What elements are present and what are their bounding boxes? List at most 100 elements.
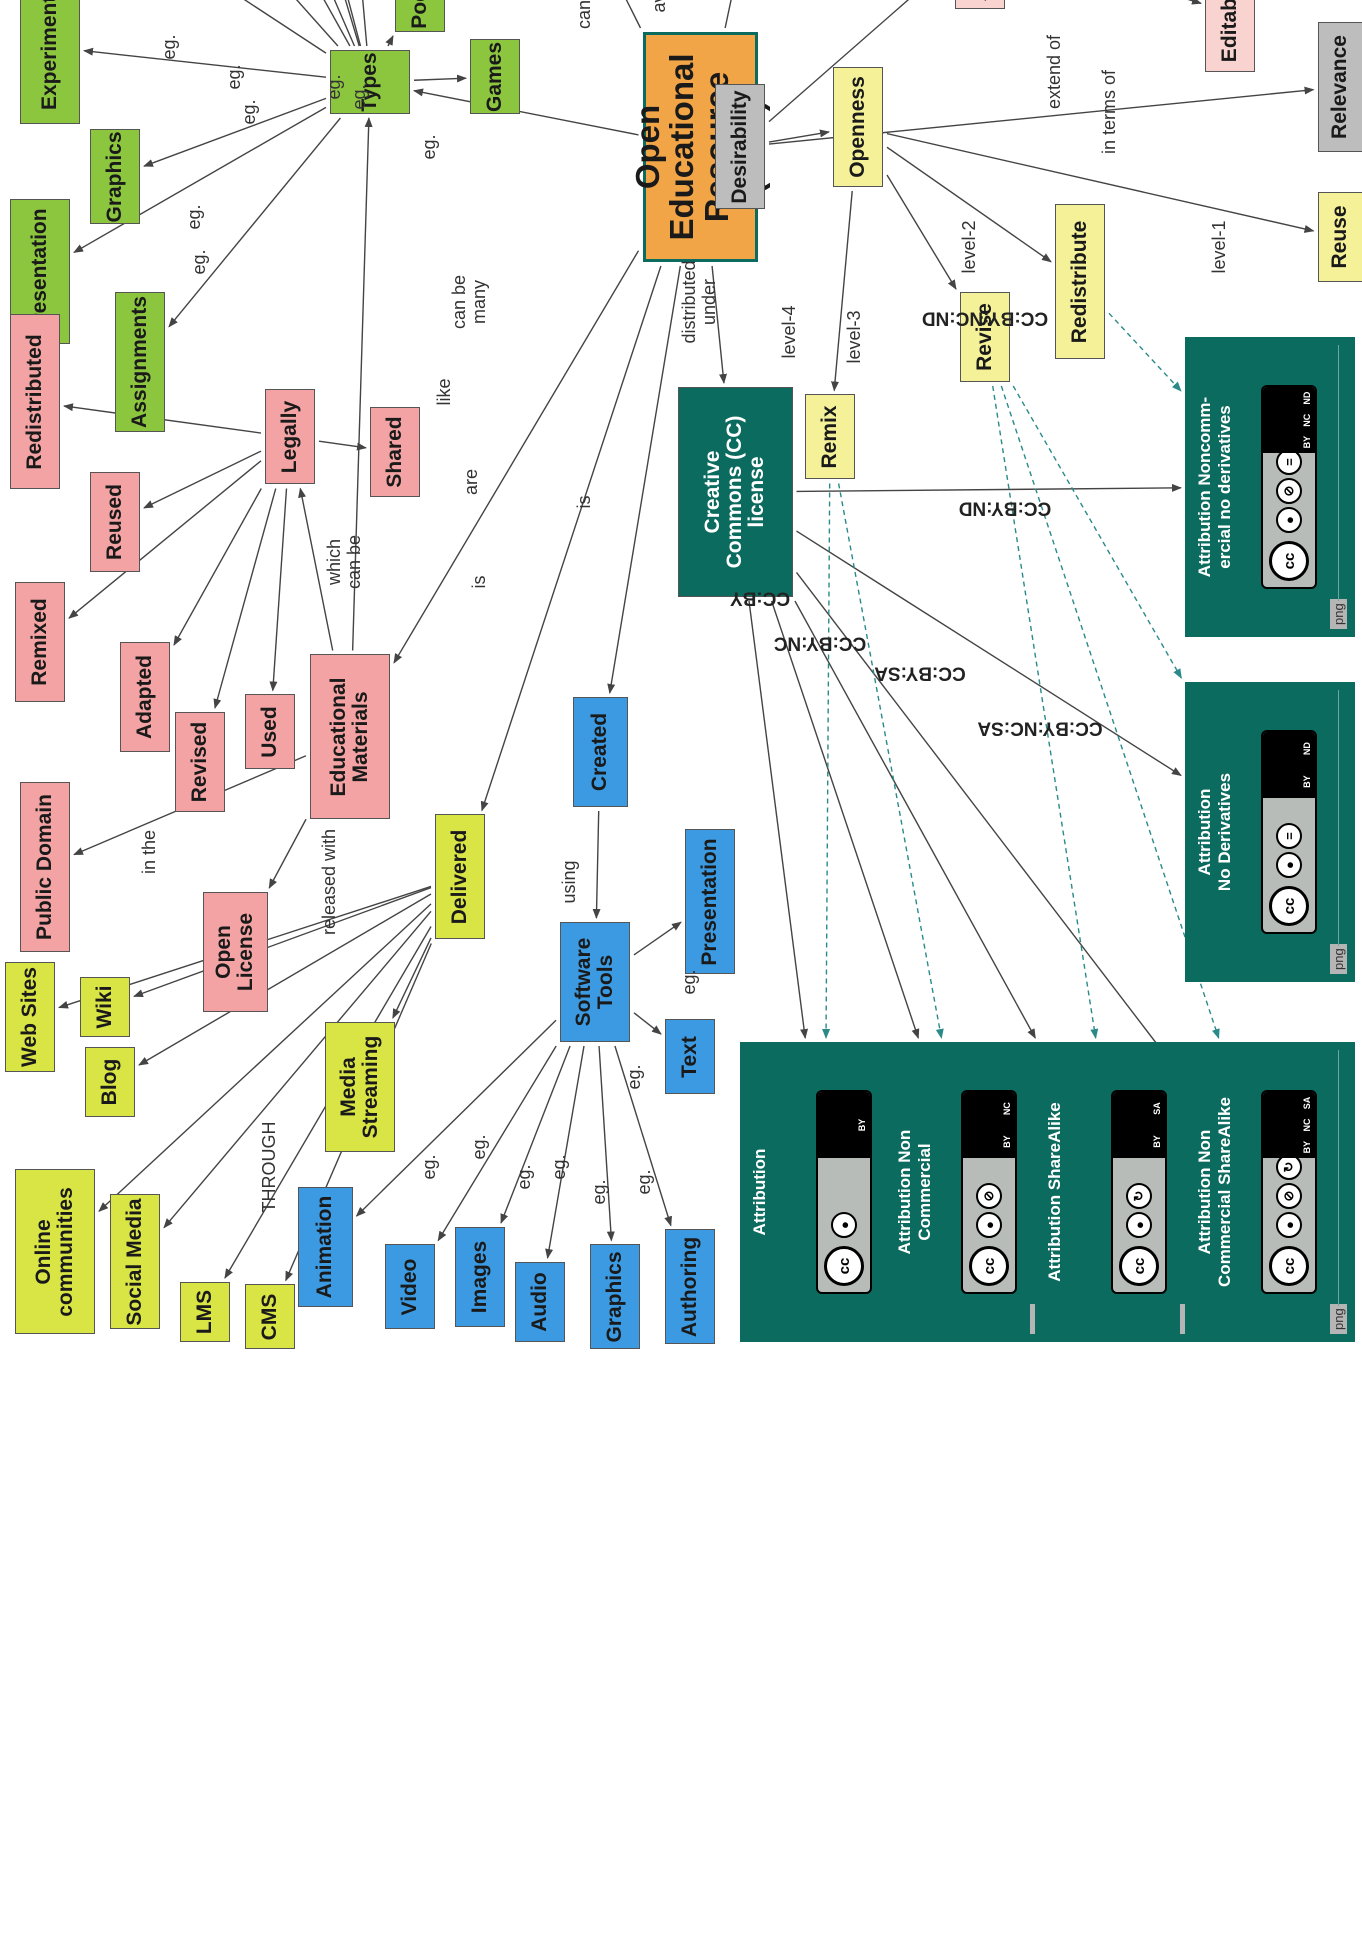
edge-redistribute-to-b_byncnd [1108, 312, 1182, 392]
node-remix-l: Remix [805, 394, 855, 480]
license-code: SA [1302, 1096, 1312, 1110]
edge-label-are: are [461, 468, 482, 496]
person-icon: ● [831, 1212, 857, 1238]
edge-label-throughcaps: THROUGH [259, 1121, 280, 1213]
node-images: Images [455, 1227, 505, 1327]
edge-desirability-to-accessibility [768, 0, 952, 123]
cc-license-icon: cc●BY [816, 1090, 872, 1294]
node-blog: Blog [85, 1047, 135, 1117]
edge-types-to-test_items [314, 0, 362, 47]
node-revised: Revised [175, 712, 225, 812]
edge-cclicense-to-b_byncsa [795, 572, 1182, 1077]
cc-logo-icon: cc [969, 1246, 1009, 1286]
badge-divider [1338, 690, 1339, 946]
node-shared: Shared [370, 407, 420, 497]
license-code: BY [857, 1118, 867, 1132]
edge-layer [58, 0, 1315, 1282]
edge-edmat-to-openlicense [268, 818, 307, 889]
node-openlicense: Open License [202, 892, 268, 1012]
node-relevance: Relevance [1317, 22, 1362, 152]
node-presentation-b: Presentation [685, 829, 735, 975]
badge-divider [1338, 345, 1339, 601]
png-tag: png [1330, 944, 1347, 974]
sharealike-icon: ↻ [1126, 1183, 1152, 1209]
node-edmat: Educational Materials [310, 654, 390, 820]
node-animation: Animation [297, 1187, 353, 1307]
edge-label-whichcanbe: which can be [324, 534, 364, 590]
node-revise-l: Revise [960, 292, 1010, 382]
edge-label-eg8: eg. [184, 204, 205, 230]
node-experiments: Experiments [20, 0, 80, 125]
node-created: Created [572, 697, 628, 807]
edge-types-to-presentation_g [73, 106, 327, 254]
edge-label-is1: is [574, 495, 595, 509]
edge-label-ccbyncsa: CC:BY:NC:SA [977, 717, 1103, 739]
edge-label-ccbync: CC:BY:NC [773, 632, 867, 654]
edge-types-to-experiments [83, 47, 327, 78]
edge-legally-to-used [269, 488, 288, 692]
edge-openness-to-remix_l [831, 190, 853, 392]
edge-remix_l-to-b_bync [837, 483, 944, 1039]
edge-label-eg12: eg. [349, 84, 370, 110]
edge-delivered-to-socialmedia [163, 910, 432, 1229]
edge-label-egb8: eg. [634, 1169, 655, 1195]
person-icon: ● [1276, 507, 1302, 533]
license-code: BY [1152, 1135, 1162, 1148]
edge-label-egb3: eg. [419, 1154, 440, 1180]
edge-delivered-to-online [98, 903, 432, 1212]
edge-label-level2: level-2 [959, 220, 980, 274]
edge-legally-to-remixed [68, 460, 262, 619]
node-desirability: Desirability [715, 84, 765, 210]
edge-label-eg9: eg. [189, 249, 210, 275]
person-icon: ● [1276, 852, 1302, 878]
node-video: Video [385, 1244, 435, 1330]
edge-label-inthe: in the [139, 829, 160, 875]
edge-label-ccby: CC:BY [729, 587, 791, 609]
node-socialmedia: Social Media [110, 1194, 160, 1330]
edge-delivered-to-mediastreaming [392, 937, 432, 1019]
edge-label-egb6: eg. [549, 1154, 570, 1180]
node-authoring: Authoring [665, 1229, 715, 1345]
node-websites: Web Sites [5, 962, 55, 1072]
edge-revise_l-to-b_bysa [992, 385, 1099, 1039]
license-code: NC [1302, 1118, 1312, 1132]
node-openness: Openness [833, 67, 883, 187]
edge-cclicense-to-b_by [748, 600, 809, 1039]
edge-oer-to-delivered [480, 265, 662, 812]
edge-oer-to-created [607, 265, 682, 694]
edge-oer-to-types [413, 88, 639, 136]
edge-label-canbemany: can be many [449, 274, 489, 330]
cc-logo-icon: cc [1269, 1246, 1309, 1286]
edge-label-egb5: eg. [514, 1164, 535, 1190]
node-cclicense: Creative Commons (CC) license [677, 387, 793, 597]
edge-types-to-multimedia [359, 0, 368, 47]
node-remixed: Remixed [15, 582, 65, 702]
edge-legally-to-revised [213, 488, 277, 709]
no-dollar-icon: ⊘ [1276, 478, 1302, 504]
node-graphics-g: Graphics [90, 129, 140, 225]
cc-logo-icon: cc [1119, 1246, 1159, 1286]
node-cms: CMS [245, 1284, 295, 1350]
edge-softwaretools-to-animation [355, 1019, 557, 1217]
license-code: NC [1002, 1102, 1012, 1116]
node-lms: LMS [180, 1282, 230, 1342]
license-code: BY [1302, 435, 1312, 449]
edge-oer-to-sources [724, 0, 764, 29]
edge-legally-to-adapted [173, 488, 262, 646]
edge-label-distributed: distributed under [679, 260, 719, 344]
node-wiki: Wiki [80, 977, 130, 1037]
edge-legally-to-reused [143, 450, 262, 509]
node-softwaretools: Software Tools [560, 922, 630, 1042]
no-dollar-icon: ⊘ [976, 1183, 1002, 1209]
edge-label-eg13: eg. [419, 134, 440, 160]
node-podcasts: Podcasts [395, 0, 445, 32]
node-reuse: Reuse [1317, 192, 1362, 282]
edge-types-to-text_book [78, 0, 339, 47]
